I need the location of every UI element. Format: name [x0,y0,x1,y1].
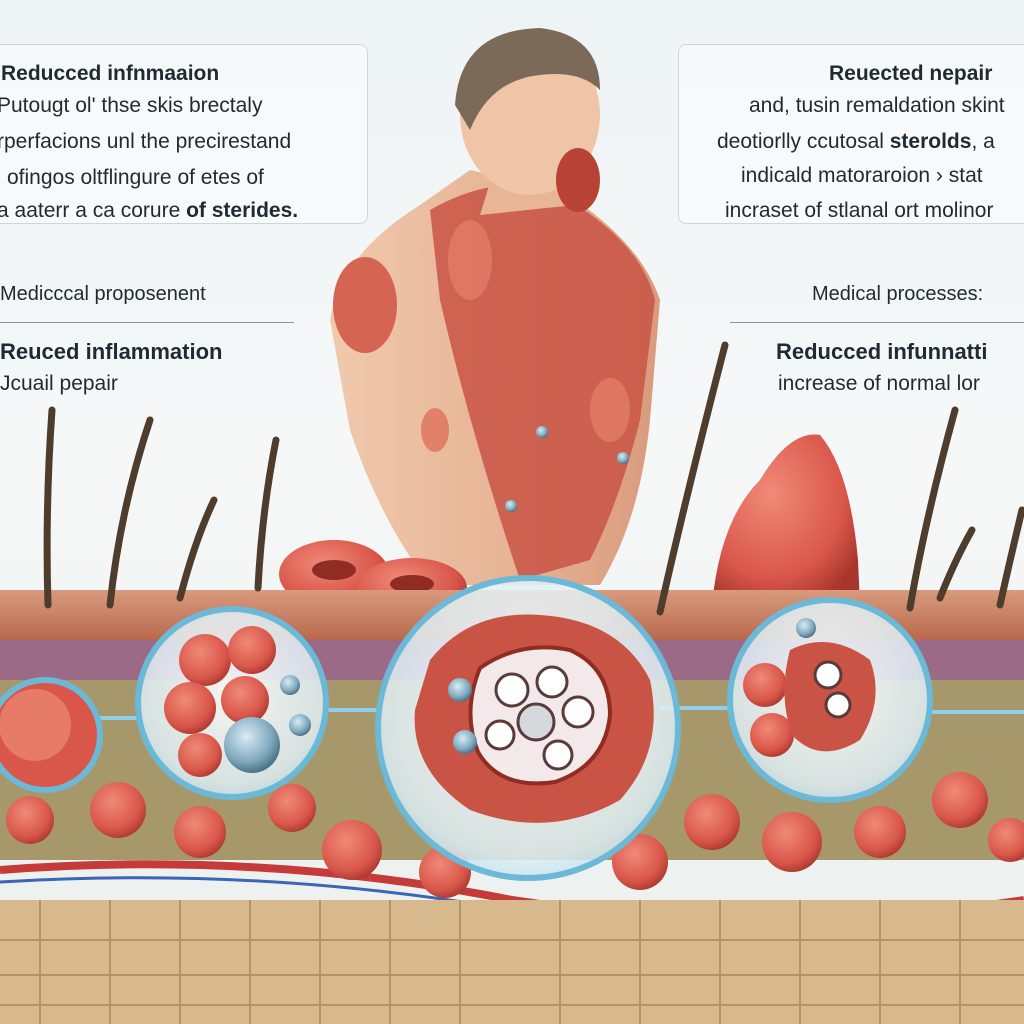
left-panel-title: Reducced infnmaaion [1,62,220,85]
left-label-secondary: Jcuail pepair [0,372,118,395]
left-panel-line-4: a aaterr a ca corure of sterides. [0,200,298,221]
right-panel-line-3: indicald matoraroion › stat [741,164,983,187]
right-caption-rule [730,322,1024,323]
right-panel-line-2-suffix: , a [971,130,995,153]
left-panel-line-1: Putougt ol' thse skis brectaly [0,94,263,117]
tissue-cells [6,772,1024,898]
human-figure [330,28,660,585]
shoulder-lesion [333,257,397,353]
hair [455,28,600,130]
left-caption-rule [0,322,294,323]
face-lesion [556,148,600,212]
left-panel-line-3: ofingos oltflingure of etes of [7,166,264,189]
magnifier-lens-4 [727,597,933,803]
right-panel-title: Reuected nepair [829,62,993,85]
right-label-secondary: increase of normal lor [778,372,980,395]
fat-layer [0,900,1024,1024]
left-label-primary: Reuced inflammation [0,339,223,364]
lesion-growth [712,434,860,605]
right-panel-line-4: incraset of stlanal ort molinor [725,199,994,222]
right-panel-line-2: deotiorlly ccutosal sterolds, a [717,131,995,152]
right-label-primary: Reducced infunnatti [776,339,988,364]
fat-cells [0,900,1024,1024]
hair-strands [43,341,1024,616]
right-panel-line-2-text: deotiorlly ccutosal [717,130,890,153]
left-info-panel: Reducced infnmaaion Putougt ol' thse ski… [0,44,368,224]
magnifier-lens-2 [135,606,329,800]
left-panel-line-4-text: a aaterr a ca corure [0,199,187,222]
magnifier-lens-1 [0,677,103,793]
right-info-panel: Reuected nepair and, tusin remaldation s… [678,44,1024,224]
left-panel-line-2: rperfacions unl the precirestand [0,130,292,153]
magnifier-lens-3 [375,575,681,881]
right-panel-line-2-emphasis: sterolds [889,130,972,153]
left-caption-heading: Medicccal proposenent [0,283,206,305]
right-panel-line-1: and, tusin remaldation skint [749,94,1005,117]
left-panel-line-4-emphasis: of sterides. [186,199,299,222]
right-caption-heading: Medical processes: [812,283,984,305]
